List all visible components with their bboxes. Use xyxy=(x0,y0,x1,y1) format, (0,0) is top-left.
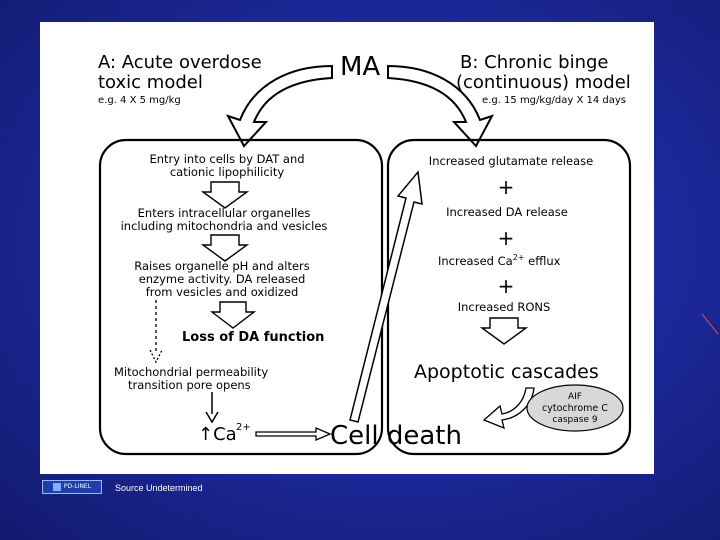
bubble-aif: AIF xyxy=(568,392,582,402)
diagram-svg: A: Acute overdose toxic model e.g. 4 X 5… xyxy=(98,52,632,456)
diagram-panel: A: Acute overdose toxic model e.g. 4 X 5… xyxy=(40,22,654,474)
dashed-arrow-head xyxy=(149,349,163,364)
right-step-2: Increased DA release xyxy=(446,205,568,219)
arrow-to-model-b xyxy=(387,64,495,148)
logo-mark-icon xyxy=(52,482,61,491)
left-step-3-line-2: enzyme activity. DA released xyxy=(139,272,306,286)
source-attribution: Source Undetermined xyxy=(115,483,203,493)
left-step-4-line-2: transition pore opens xyxy=(128,378,251,392)
left-step-3-line-1: Raises organelle pH and alters xyxy=(134,259,310,273)
left-step-4-line-1: Mitochondrial permeability xyxy=(114,365,268,379)
apoptotic-cascades: Apoptotic cascades xyxy=(414,361,599,383)
ma-title: MA xyxy=(340,52,380,82)
right-step-4: Increased RONS xyxy=(458,300,551,314)
decorative-slash xyxy=(701,313,719,335)
down-arrow-right xyxy=(479,317,529,345)
ca-to-cell-death-arrow xyxy=(255,427,332,441)
plus-2: + xyxy=(498,226,515,250)
down-arrow-3 xyxy=(209,301,257,329)
footer-logo: PD-LINEL xyxy=(42,480,102,494)
ca-label: ↑Ca xyxy=(198,424,237,445)
right-step-3: Increased Ca2+ efflux xyxy=(438,253,561,268)
plus-3: + xyxy=(498,274,515,298)
right-step-3-pre: Increased Ca xyxy=(438,254,513,268)
right-step-1: Increased glutamate release xyxy=(429,154,593,168)
model-a-title-1: A: Acute overdose xyxy=(98,52,262,73)
model-a-title-2: toxic model xyxy=(98,72,203,93)
model-b-title-2: (continuous) model xyxy=(456,72,631,93)
loss-of-da-function: Loss of DA function xyxy=(182,330,324,345)
left-step-1-line-2: cationic lipophilicity xyxy=(170,165,284,179)
apoptosis-bubble xyxy=(526,384,624,432)
left-step-2-line-1: Enters intracellular organelles xyxy=(138,206,311,220)
down-arrow-2 xyxy=(200,234,250,262)
plus-1: + xyxy=(498,175,515,199)
model-b-dose: e.g. 15 mg/kg/day X 14 days xyxy=(482,95,626,106)
cell-death-label: Cell death xyxy=(330,421,462,451)
bubble-cytochrome: cytochrome C xyxy=(542,403,608,414)
ca-superscript: 2+ xyxy=(236,422,251,433)
left-step-3-line-3: from vesicles and oxidized xyxy=(146,285,299,299)
model-b-title-1: B: Chronic binge xyxy=(460,52,609,73)
down-arrow-4-head xyxy=(205,411,219,424)
left-step-1-line-1: Entry into cells by DAT and xyxy=(149,152,304,166)
right-step-3-post: efflux xyxy=(525,254,561,268)
logo-text: PD-LINEL xyxy=(63,483,92,490)
right-step-3-sup: 2+ xyxy=(513,253,525,262)
model-a-dose: e.g. 4 X 5 mg/kg xyxy=(98,95,181,106)
arrow-to-model-a xyxy=(225,64,333,148)
down-arrow-1 xyxy=(200,181,250,209)
left-step-2-line-2: including mitochondria and vesicles xyxy=(121,219,328,233)
bubble-caspase: caspase 9 xyxy=(552,415,597,425)
diagonal-arrow xyxy=(349,170,423,423)
